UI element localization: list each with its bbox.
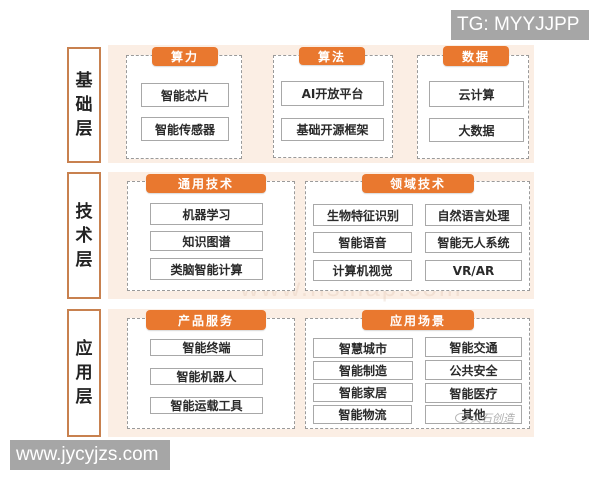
scenarios-group-header: 应用场景: [362, 310, 474, 330]
item-brain-inspired-computing: 类脑智能计算: [150, 258, 263, 280]
item-smart-terminal: 智能终端: [150, 339, 263, 356]
item-machine-learning: 机器学习: [150, 203, 263, 225]
item-smart-transport: 智能交通: [425, 337, 522, 357]
item-smart-vehicle: 智能运载工具: [150, 397, 263, 414]
data-group-header: 数据: [443, 46, 509, 66]
application-layer-label: 应 用 层: [67, 309, 101, 437]
item-smart-healthcare: 智能医疗: [425, 383, 522, 403]
corner-watermark-text: 火石创造: [470, 412, 514, 425]
domain-tech-group-header: 领域技术: [362, 174, 474, 193]
item-public-safety: 公共安全: [425, 360, 522, 380]
tg-banner: TG: MYYJJPP: [451, 10, 589, 40]
item-smart-logistics: 智能物流: [313, 405, 412, 424]
item-unmanned-systems: 智能无人系统: [425, 232, 522, 253]
item-open-source-framework: 基础开源框架: [281, 118, 384, 141]
wechat-icon: [455, 413, 468, 423]
tg-banner-text: TG: MYYJJPP: [457, 14, 580, 35]
item-big-data: 大数据: [429, 118, 524, 142]
corner-watermark: 火石创造: [455, 410, 514, 426]
item-vr-ar: VR/AR: [425, 260, 522, 281]
technology-layer-label: 技 术 层: [67, 172, 101, 299]
website-banner-text: www.jycyjzs.com: [16, 444, 159, 465]
item-ai-open-platform: AI开放平台: [281, 81, 384, 106]
item-cloud-computing: 云计算: [429, 81, 524, 107]
item-smart-chip: 智能芯片: [141, 83, 229, 107]
item-nlp: 自然语言处理: [425, 204, 522, 226]
item-smart-city: 智慧城市: [313, 338, 413, 358]
item-knowledge-graph: 知识图谱: [150, 231, 263, 251]
products-group-header: 产品服务: [146, 310, 266, 330]
algorithm-group-header: 算法: [299, 47, 365, 65]
item-speech: 智能语音: [313, 232, 412, 253]
data-group: [417, 55, 529, 159]
item-smart-robot: 智能机器人: [150, 368, 263, 385]
algorithm-group: [273, 55, 393, 158]
foundation-layer-label: 基 础 层: [67, 47, 101, 163]
item-computer-vision: 计算机视觉: [313, 260, 412, 281]
website-banner: www.jycyjzs.com: [10, 440, 170, 470]
item-smart-home: 智能家居: [313, 383, 413, 402]
general-tech-group-header: 通用技术: [146, 174, 266, 193]
compute-group: [126, 55, 242, 159]
item-biometrics: 生物特征识别: [313, 204, 413, 226]
item-smart-manufacturing: 智能制造: [313, 361, 413, 380]
compute-group-header: 算力: [152, 47, 218, 66]
item-smart-sensor: 智能传感器: [141, 117, 229, 141]
